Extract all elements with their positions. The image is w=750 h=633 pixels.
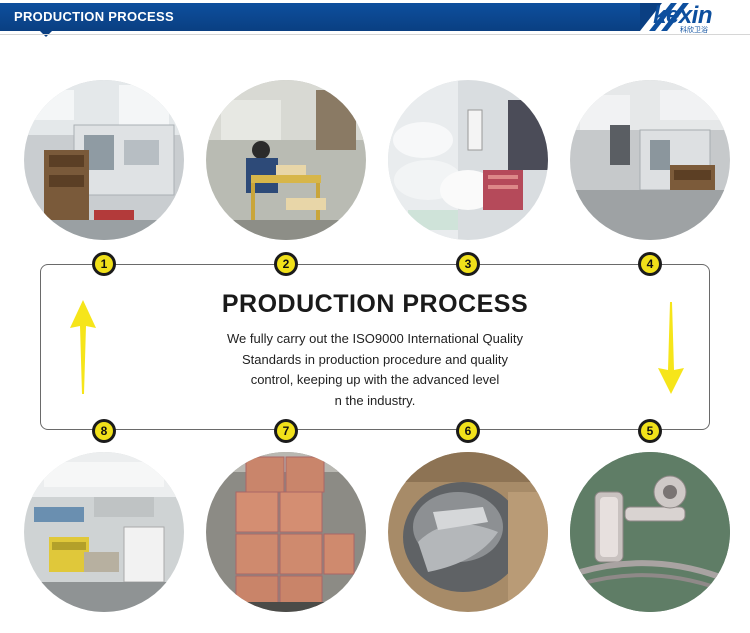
header-divider (0, 34, 750, 35)
warehouse-floor-image (24, 452, 184, 612)
description-line: We fully carry out the ISO9000 Internati… (226, 331, 524, 346)
description-line: n the industry. (334, 392, 416, 408)
panel-title: PRODUCTION PROCESS (221, 290, 529, 318)
step-badge-5: 5 (638, 419, 662, 443)
process-photo-3 (388, 80, 548, 240)
process-photo-1 (24, 80, 184, 240)
chrome-parts-image (570, 452, 730, 612)
brand-logo-sub: 科欣卫浴 (680, 27, 708, 34)
page-header: PRODUCTION PROCESS kexin 科欣卫浴 (0, 0, 750, 37)
step-badge-1: 1 (92, 252, 116, 276)
machine-workshop-image (24, 80, 184, 240)
step-badge-2: 2 (274, 252, 298, 276)
section-title: PRODUCTION PROCESS (14, 9, 174, 24)
description-line: control, keeping up with the advanced le… (250, 372, 500, 387)
process-photo-6 (388, 452, 548, 612)
step-badge-6: 6 (456, 419, 480, 443)
panel-description: We fully carry out the ISO9000 Internati… (180, 329, 570, 411)
brand-logo: kexin (653, 2, 712, 29)
factory-hall-image (570, 80, 730, 240)
cartons-image (206, 452, 366, 612)
process-photo-7 (206, 452, 366, 612)
arrow-up-icon (70, 300, 96, 394)
process-photo-8 (24, 452, 184, 612)
assembly-workshop-image (206, 80, 366, 240)
step-badge-8: 8 (92, 419, 116, 443)
step-badge-3: 3 (456, 252, 480, 276)
process-photo-5 (570, 452, 730, 612)
process-photo-4 (570, 80, 730, 240)
wrapped-product-image (388, 452, 548, 612)
step-badge-4: 4 (638, 252, 662, 276)
process-photo-2 (206, 80, 366, 240)
process-description-panel (40, 264, 710, 430)
arrow-down-icon (658, 302, 684, 394)
description-line: Standards in production procedure and qu… (242, 351, 508, 367)
packing-parts-image (388, 80, 548, 240)
step-badge-7: 7 (274, 419, 298, 443)
